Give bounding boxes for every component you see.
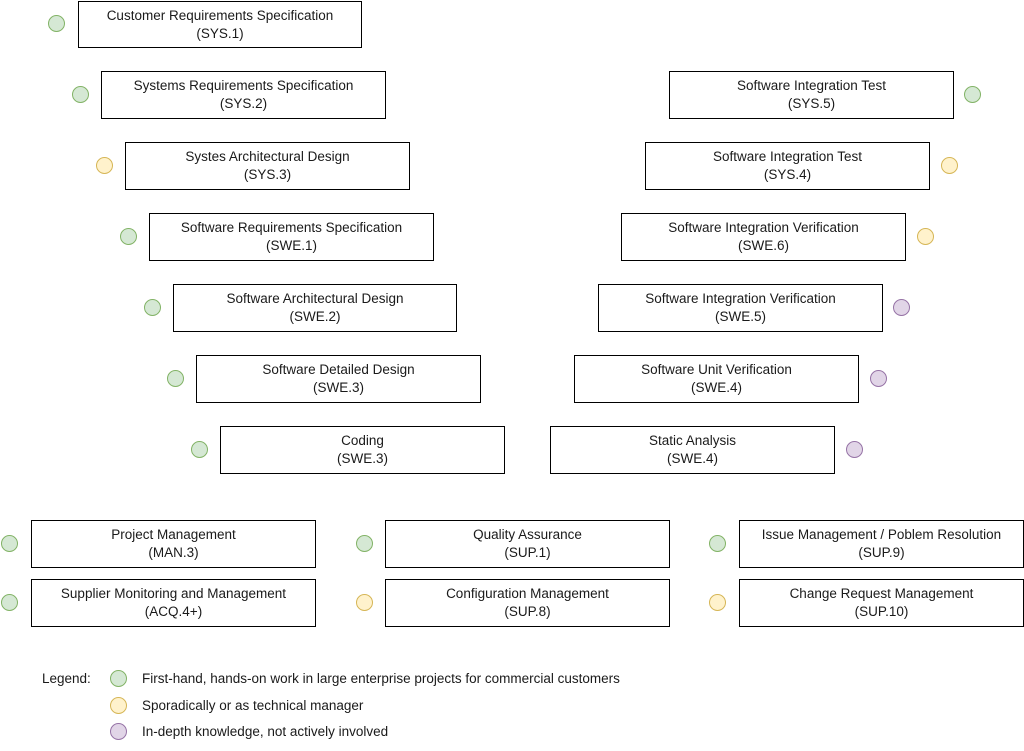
process-code: (SWE.6)	[737, 238, 789, 253]
process-code: (ACQ.4+)	[144, 604, 203, 619]
process-title: Software Detailed Design	[262, 362, 415, 377]
process-box-man3: Project Management (MAN.3)	[31, 520, 316, 568]
process-code: (SWE.2)	[289, 309, 341, 324]
status-dot	[48, 15, 65, 32]
legend-dot	[110, 670, 127, 687]
process-box-coding: Coding (SWE.3)	[220, 426, 505, 474]
process-box-swe5: Software Integration Verification (SWE.5…	[598, 284, 883, 332]
process-title: Quality Assurance	[473, 527, 582, 542]
legend-dot	[110, 723, 127, 740]
process-title: Customer Requirements Specification	[106, 7, 334, 23]
status-dot	[893, 299, 910, 316]
process-box-swe1: Software Requirements Specification (SWE…	[149, 213, 434, 261]
status-dot	[191, 441, 208, 458]
process-box-sys4: Software Integration Test (SYS.4)	[645, 142, 930, 190]
process-code: (SWE.4)	[666, 451, 718, 466]
status-dot	[120, 228, 137, 245]
process-title: Issue Management / Poblem Resolution	[761, 527, 1002, 542]
status-dot	[356, 535, 373, 552]
process-code: (SYS.5)	[787, 96, 836, 111]
status-dot	[144, 299, 161, 316]
process-box-sup1: Quality Assurance (SUP.1)	[385, 520, 670, 568]
process-box-sup10: Change Request Management (SUP.10)	[739, 579, 1024, 627]
process-code: (SYS.3)	[243, 167, 292, 182]
process-title: Software Architectural Design	[226, 291, 404, 306]
process-box-acq4: Supplier Monitoring and Management (ACQ.…	[31, 579, 316, 627]
legend-item-text: Sporadically or as technical manager	[142, 698, 364, 713]
process-code: (SYS.1)	[196, 25, 244, 41]
process-box-sys2: Systems Requirements Specification (SYS.…	[101, 71, 386, 119]
process-title: Systes Architectural Design	[185, 149, 350, 164]
status-dot	[1, 594, 18, 611]
status-dot	[356, 594, 373, 611]
process-title: Software Integration Test	[712, 149, 863, 164]
status-dot	[72, 86, 89, 103]
process-box-sys3: Systes Architectural Design (SYS.3)	[125, 142, 410, 190]
process-title: Static Analysis	[648, 433, 737, 448]
process-box-sup9: Issue Management / Poblem Resolution (SU…	[739, 520, 1024, 568]
status-dot	[917, 228, 934, 245]
status-dot	[167, 370, 184, 387]
process-title: Software Requirements Specification	[180, 220, 403, 235]
process-title: Supplier Monitoring and Management	[60, 586, 287, 601]
status-dot	[709, 535, 726, 552]
status-dot	[709, 594, 726, 611]
process-box-swe4-unit: Software Unit Verification (SWE.4)	[574, 355, 859, 403]
process-box-swe3: Software Detailed Design (SWE.3)	[196, 355, 481, 403]
status-dot	[1, 535, 18, 552]
process-title: Coding	[341, 433, 384, 448]
process-code: (SYS.4)	[763, 167, 812, 182]
process-box-static-analysis: Static Analysis (SWE.4)	[550, 426, 835, 474]
process-code: (SWE.4)	[690, 380, 742, 395]
process-box-sys1: Customer Requirements Specification (SYS…	[78, 1, 362, 48]
process-code: (SWE.3)	[336, 451, 388, 466]
process-box-swe6: Software Integration Verification (SWE.6…	[621, 213, 906, 261]
process-code: (MAN.3)	[148, 545, 199, 560]
process-box-sup8: Configuration Management (SUP.8)	[385, 579, 670, 627]
process-code: (SUP.9)	[858, 545, 905, 560]
process-code: (SUP.10)	[854, 604, 909, 619]
process-title: Software Integration Verification	[645, 291, 836, 306]
process-title: Systems Requirements Specification	[133, 78, 354, 93]
process-title: Software Integration Test	[736, 78, 887, 93]
process-box-swe2: Software Architectural Design (SWE.2)	[173, 284, 457, 332]
status-dot	[96, 157, 113, 174]
status-dot	[846, 441, 863, 458]
process-code: (SUP.1)	[504, 545, 551, 560]
status-dot	[964, 86, 981, 103]
status-dot	[941, 157, 958, 174]
process-code: (SUP.8)	[504, 604, 551, 619]
legend-dot	[110, 697, 127, 714]
process-title: Configuration Management	[446, 586, 609, 601]
process-title: Project Management	[111, 527, 236, 542]
legend-item-text: In-depth knowledge, not actively involve…	[142, 724, 389, 739]
process-code: (SWE.5)	[714, 309, 766, 324]
legend-item-text: First-hand, hands-on work in large enter…	[142, 671, 620, 686]
process-code: (SWE.3)	[312, 380, 364, 395]
process-title: Software Unit Verification	[641, 362, 792, 377]
legend-label: Legend:	[42, 671, 91, 686]
process-code: (SWE.1)	[265, 238, 317, 253]
process-box-sys5: Software Integration Test (SYS.5)	[669, 71, 954, 119]
process-code: (SYS.2)	[219, 96, 268, 111]
process-title: Software Integration Verification	[668, 220, 859, 235]
process-title: Change Request Management	[789, 586, 974, 601]
status-dot	[870, 370, 887, 387]
